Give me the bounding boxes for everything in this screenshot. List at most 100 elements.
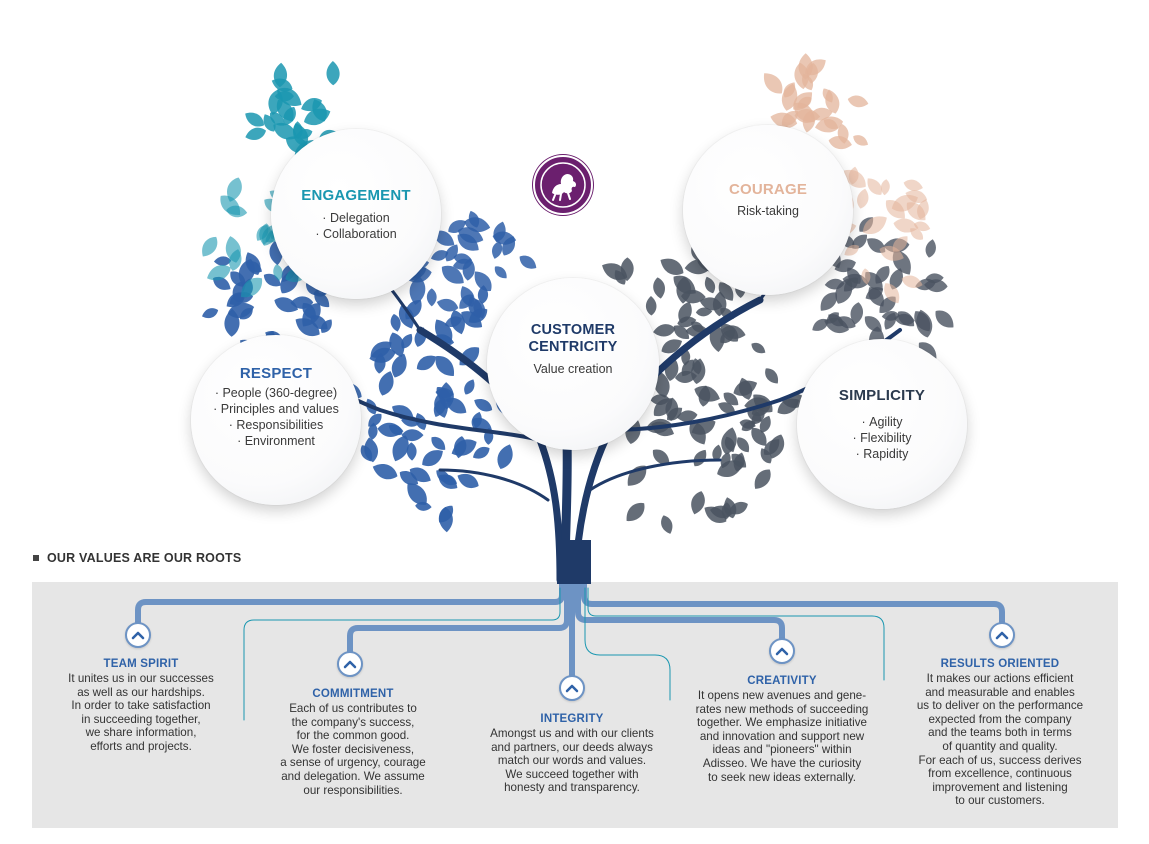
leaf bbox=[652, 449, 670, 465]
leaf bbox=[225, 236, 241, 263]
leaf bbox=[474, 398, 493, 412]
leaf bbox=[370, 341, 392, 358]
leaf bbox=[310, 315, 328, 330]
leaf bbox=[712, 444, 722, 462]
customer-centricity-value-bubble: CUSTOMER CENTRICITY Value creation bbox=[487, 278, 659, 450]
leaf bbox=[388, 424, 403, 436]
leaf bbox=[661, 515, 673, 534]
leaf bbox=[676, 410, 698, 422]
leaf bbox=[277, 87, 302, 106]
leaf bbox=[798, 53, 813, 80]
leaf bbox=[844, 244, 859, 256]
leaf bbox=[461, 311, 483, 328]
leaf bbox=[441, 265, 464, 284]
leaf bbox=[892, 236, 908, 252]
leaf bbox=[620, 257, 634, 282]
lion-logo-icon bbox=[540, 162, 586, 208]
results-oriented-chevron-up-icon bbox=[989, 622, 1015, 648]
leaf bbox=[901, 275, 923, 288]
leaf bbox=[301, 98, 322, 112]
leaf bbox=[673, 325, 690, 339]
leaf bbox=[814, 116, 844, 133]
leaf bbox=[464, 379, 475, 395]
leaf bbox=[721, 427, 737, 455]
simplicity-item: Rapidity bbox=[852, 446, 911, 462]
leaf bbox=[259, 223, 272, 245]
leaf bbox=[227, 302, 255, 319]
leaf bbox=[681, 289, 706, 304]
leaf bbox=[765, 368, 779, 384]
leaf bbox=[645, 296, 657, 316]
leaf bbox=[627, 465, 647, 486]
creativity-chevron-up-icon bbox=[769, 638, 795, 664]
engagement-item: Collaboration bbox=[315, 226, 397, 242]
respect-items: People (360-degree) Principles and value… bbox=[213, 385, 339, 449]
leaf bbox=[853, 135, 869, 146]
leaf bbox=[519, 255, 537, 269]
respect-item: Principles and values bbox=[213, 401, 339, 417]
bullet-square-icon bbox=[33, 555, 39, 561]
leaf bbox=[416, 355, 437, 371]
leaf bbox=[822, 88, 833, 103]
root-title: INTEGRITY bbox=[540, 713, 604, 725]
leaf bbox=[314, 292, 330, 308]
leaf bbox=[889, 268, 903, 290]
leaf bbox=[864, 316, 882, 332]
customer-centricity-subtitle: Value creation bbox=[533, 362, 613, 376]
leaf bbox=[438, 505, 454, 523]
root-description: Amongst us and with our clients and part… bbox=[490, 727, 654, 795]
leaf bbox=[704, 276, 716, 294]
root-description: Each of us contributes to the company's … bbox=[280, 702, 426, 797]
leaf bbox=[751, 342, 766, 354]
leaf bbox=[903, 179, 923, 191]
leaf bbox=[497, 444, 513, 469]
leaf bbox=[360, 445, 373, 462]
leaf bbox=[754, 469, 771, 489]
respect-item: Responsibilities bbox=[213, 417, 339, 433]
leaf bbox=[435, 356, 454, 376]
leaf bbox=[202, 236, 218, 257]
leaf bbox=[372, 464, 398, 480]
leaf bbox=[885, 200, 905, 219]
lion-logo bbox=[533, 155, 593, 215]
simplicity-value-bubble: SIMPLICITY Agility Flexibility Rapidity bbox=[797, 339, 967, 509]
leaf bbox=[474, 271, 492, 292]
leaf bbox=[893, 313, 915, 326]
root-title: RESULTS ORIENTED bbox=[940, 658, 1060, 670]
leaf bbox=[848, 166, 859, 185]
leaf bbox=[724, 497, 737, 519]
leaf bbox=[436, 298, 459, 312]
courage-subtitle: Risk-taking bbox=[737, 203, 799, 218]
leaf bbox=[916, 309, 933, 338]
leaf bbox=[390, 314, 401, 332]
leaf bbox=[828, 136, 852, 150]
leaf bbox=[626, 502, 645, 522]
leaf bbox=[459, 294, 474, 309]
leaf bbox=[720, 323, 739, 342]
customer-centricity-title: CUSTOMER CENTRICITY bbox=[528, 322, 618, 355]
leaf bbox=[880, 179, 890, 196]
leaf bbox=[935, 310, 954, 328]
leaf bbox=[440, 474, 458, 486]
root-description: It opens new avenues and gene- rates new… bbox=[695, 689, 869, 784]
leaf bbox=[368, 422, 378, 440]
leaf bbox=[925, 273, 944, 284]
leaf bbox=[409, 467, 431, 483]
leaf bbox=[812, 318, 829, 331]
leaf bbox=[283, 106, 296, 126]
respect-title: RESPECT bbox=[239, 365, 313, 382]
leaf bbox=[867, 178, 882, 195]
leaf bbox=[868, 287, 884, 307]
leaf bbox=[850, 302, 863, 325]
leaf bbox=[492, 231, 517, 245]
leaf bbox=[884, 283, 900, 304]
leaf bbox=[861, 268, 871, 285]
leaf bbox=[462, 258, 475, 281]
leaf bbox=[717, 460, 744, 477]
engagement-items: Delegation Collaboration bbox=[315, 210, 397, 242]
root-team-spirit: TEAM SPIRIT It unites us in our successe… bbox=[48, 658, 234, 754]
leaf bbox=[881, 310, 900, 321]
leaf bbox=[422, 450, 443, 467]
team-spirit-chevron-up-icon bbox=[125, 622, 151, 648]
integrity-chevron-up-icon bbox=[559, 675, 585, 701]
